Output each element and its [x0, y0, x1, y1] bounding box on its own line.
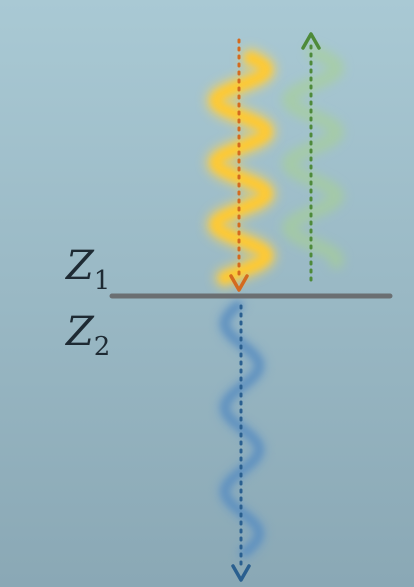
- arrow-down-icon: [229, 274, 249, 292]
- z2-subscript: 2: [93, 332, 111, 362]
- z2-symbol: Z: [66, 309, 94, 355]
- medium-label-z2: Z2: [66, 312, 110, 360]
- z1-symbol: Z: [66, 243, 94, 289]
- arrow-up-icon: [301, 32, 321, 50]
- transmitted-wave: [220, 301, 264, 557]
- medium-label-z1: Z1: [66, 246, 110, 294]
- reflected-wave: [281, 45, 345, 269]
- z1-subscript: 1: [93, 266, 111, 296]
- arrow-down-icon: [231, 564, 251, 582]
- incident-wave: [210, 52, 272, 284]
